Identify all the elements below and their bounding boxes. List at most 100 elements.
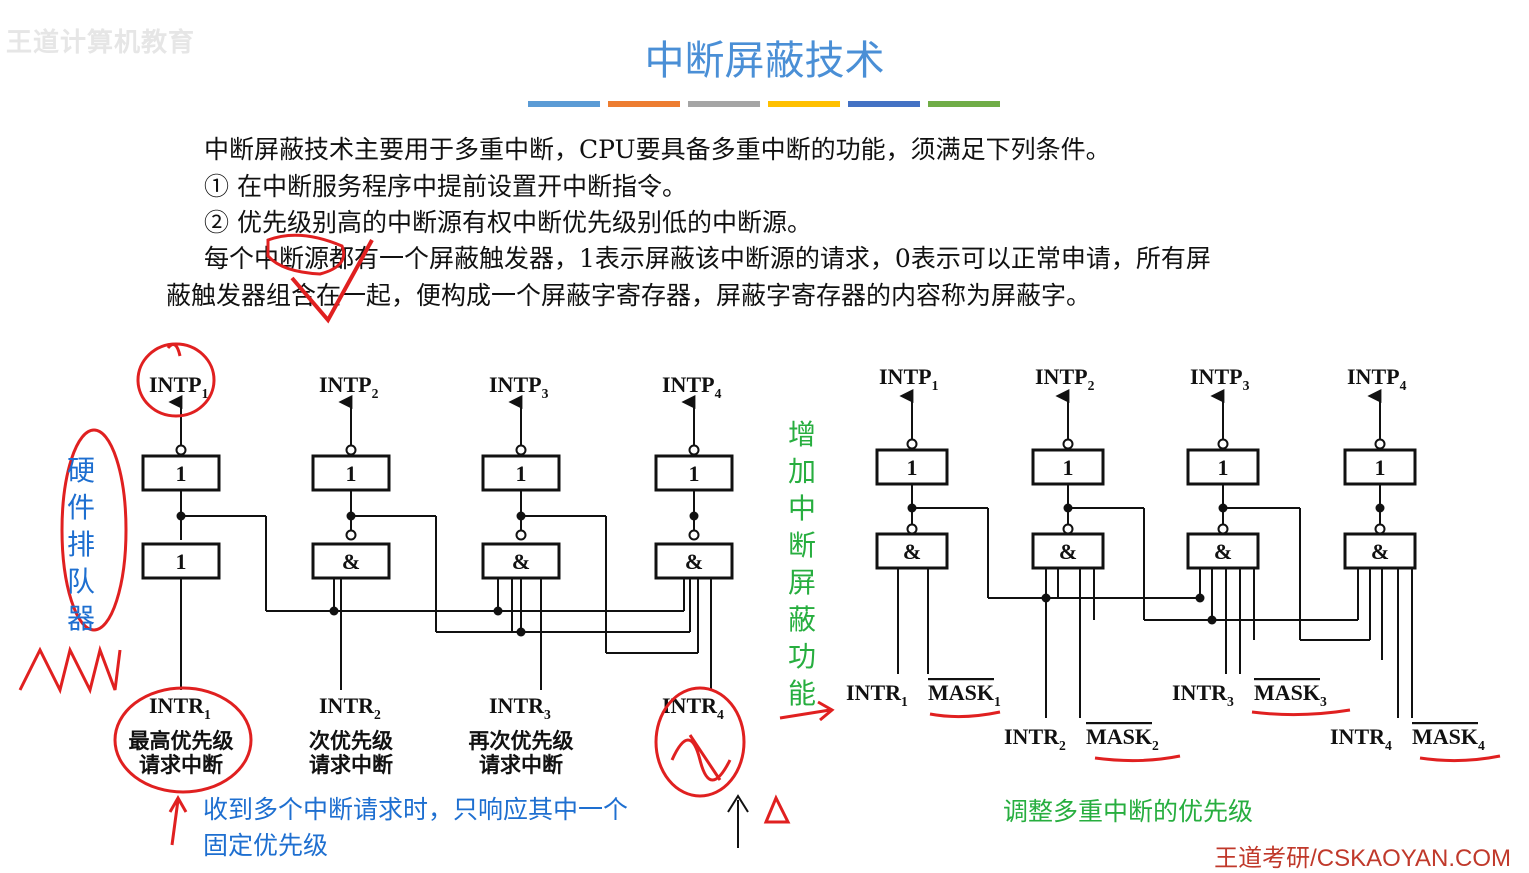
footer-brand: 王道考研/CSKAOYAN.COM <box>1214 845 1511 872</box>
mask-label-r-4: MASK4 <box>1412 724 1485 753</box>
inverter-bubble <box>515 529 527 541</box>
top-gate-2-box <box>311 454 391 492</box>
paragraph-line-3: ② 优先级别高的中断源有权中断优先级别低的中断源。 <box>204 208 812 237</box>
title-bar-4 <box>768 101 840 107</box>
priority-gate-2-box <box>311 542 391 580</box>
priority-desc-3-1: 再次优先级 <box>469 729 574 753</box>
input-label-intr-1: INTR1 <box>149 693 211 722</box>
title-bar-5 <box>848 101 920 107</box>
inverter-bubble <box>688 529 700 541</box>
annotation-tick-intp1 <box>166 342 182 357</box>
input-label-intr-2: INTR2 <box>319 693 381 722</box>
input-label-intr-r-2: INTR2 <box>1004 724 1066 753</box>
annotation-checkmark <box>290 239 374 324</box>
output-label-intp-r-1: INTP1 <box>879 364 939 393</box>
mask-label-r-1: MASK1 <box>928 680 1001 709</box>
note-add-mask-function: 增加中断屏蔽功能 <box>787 418 816 710</box>
watermark-logo: 王道计算机教育 <box>6 28 196 58</box>
inverter-bubble <box>1374 438 1386 450</box>
top-gate-4-label: 1 <box>689 461 700 486</box>
slide-title: 中断屏蔽技术 <box>644 38 885 84</box>
top-gate-r-2-label: 1 <box>1063 455 1074 480</box>
priority-desc-2-1: 次优先级 <box>309 729 393 753</box>
inverter-bubble <box>1217 523 1229 535</box>
annotation-underline-mask2 <box>1094 754 1181 763</box>
annotation-arrow-intr4 <box>727 794 749 848</box>
handwritten-annotations <box>18 233 1501 848</box>
inverter-bubble <box>688 444 700 456</box>
top-gate-1-box <box>141 454 221 492</box>
annotation-arrow-add-mask <box>779 700 835 722</box>
top-gate-3-label: 1 <box>516 461 527 486</box>
junction-dot <box>1207 615 1217 625</box>
inverter-bubble <box>1062 438 1074 450</box>
top-gate-r-1-box <box>875 448 949 486</box>
top-gate-1-label: 1 <box>176 461 187 486</box>
output-label-intp-r-2: INTP2 <box>1035 364 1095 393</box>
output-label-intp-r-4: INTP4 <box>1347 364 1407 393</box>
output-label-intp-1: INTP1 <box>149 372 209 401</box>
junction-dot <box>1375 503 1385 513</box>
priority-gate-1-label: 1 <box>176 549 187 574</box>
mask-gate-r-1-label: & <box>903 539 921 564</box>
mask-label-r-3: MASK3 <box>1254 680 1327 709</box>
note-adjust-priority: 调整多重中断的优先级 <box>1003 797 1254 826</box>
top-gate-2-label: 1 <box>346 461 357 486</box>
priority-desc-3-2: 请求中断 <box>479 753 563 777</box>
junction-dot <box>1195 593 1205 603</box>
paragraph-line-2: ① 在中断服务程序中提前设置开中断指令。 <box>204 172 687 201</box>
input-label-intr-4: INTR4 <box>662 693 724 722</box>
title-bar-1 <box>528 101 600 107</box>
inverter-bubble <box>345 529 357 541</box>
annotation-arrow-intr1 <box>168 794 188 846</box>
mask-gate-r-2-label: & <box>1059 539 1077 564</box>
priority-desc-1-1: 最高优先级 <box>129 729 234 753</box>
top-gate-r-4-label: 1 <box>1375 455 1386 480</box>
inverter-bubble <box>1062 523 1074 535</box>
mask-gate-r-4-box <box>1343 532 1417 570</box>
title-bar-2 <box>608 101 680 107</box>
input-label-intr-3: INTR3 <box>489 693 551 722</box>
input-label-intr-r-4: INTR4 <box>1330 724 1392 753</box>
annotation-circle-hardware <box>60 428 128 632</box>
note-fixed-priority: 固定优先级 <box>203 831 329 860</box>
priority-desc-1-2: 请求中断 <box>139 753 223 777</box>
input-label-intr-r-3: INTR3 <box>1172 680 1234 709</box>
annotation-scribble-intr4 <box>670 734 732 782</box>
annotation-underline-mask3 <box>1251 708 1351 717</box>
mask-label-r-2: MASK2 <box>1086 724 1159 753</box>
paragraph-line-5: 蔽触发器组合在一起，便构成一个屏蔽字寄存器，屏蔽字寄存器的内容称为屏蔽字。 <box>166 281 1092 310</box>
inverter-bubble <box>515 444 527 456</box>
priority-desc-2-2: 请求中断 <box>309 753 393 777</box>
hardware-queue-circuit: INTP111INTR1最高优先级请求中断INTP21&INTR2次优先级请求中… <box>129 372 734 777</box>
top-gate-3-box <box>481 454 561 492</box>
annotation-triangle <box>763 794 791 824</box>
annotation-circle-intr1 <box>113 686 253 794</box>
inverter-bubble <box>175 444 187 456</box>
inverter-bubble <box>1217 438 1229 450</box>
input-label-intr-r-1: INTR1 <box>846 680 908 709</box>
inverter-bubble <box>906 523 918 535</box>
output-label-intp-r-3: INTP3 <box>1190 364 1250 393</box>
title-bar-3 <box>688 101 760 107</box>
output-label-intp-4: INTP4 <box>662 372 722 401</box>
inverter-bubble <box>1374 523 1386 535</box>
priority-gate-2-label: & <box>342 549 360 574</box>
output-label-intp-2: INTP2 <box>319 372 379 401</box>
annotation-circle-intr4 <box>654 686 746 798</box>
junction-dot <box>689 511 699 521</box>
top-gate-r-3-label: 1 <box>1218 455 1229 480</box>
mask-gate-r-2-box <box>1031 532 1105 570</box>
note-multiple-requests: 收到多个中断请求时，只响应其中一个 <box>203 795 629 824</box>
output-label-intp-3: INTP3 <box>489 372 549 401</box>
paragraph-line-1: 中断屏蔽技术主要用于多重中断，CPU要具备多重中断的功能，须满足下列条件。 <box>204 135 1111 164</box>
annotation-scribble-dma <box>18 644 122 695</box>
priority-gate-3-label: & <box>512 549 530 574</box>
inverter-bubble <box>345 444 357 456</box>
mask-gate-r-3-box <box>1186 532 1260 570</box>
top-gate-r-2-box <box>1031 448 1105 486</box>
annotation-underline-mask4 <box>1419 754 1501 763</box>
